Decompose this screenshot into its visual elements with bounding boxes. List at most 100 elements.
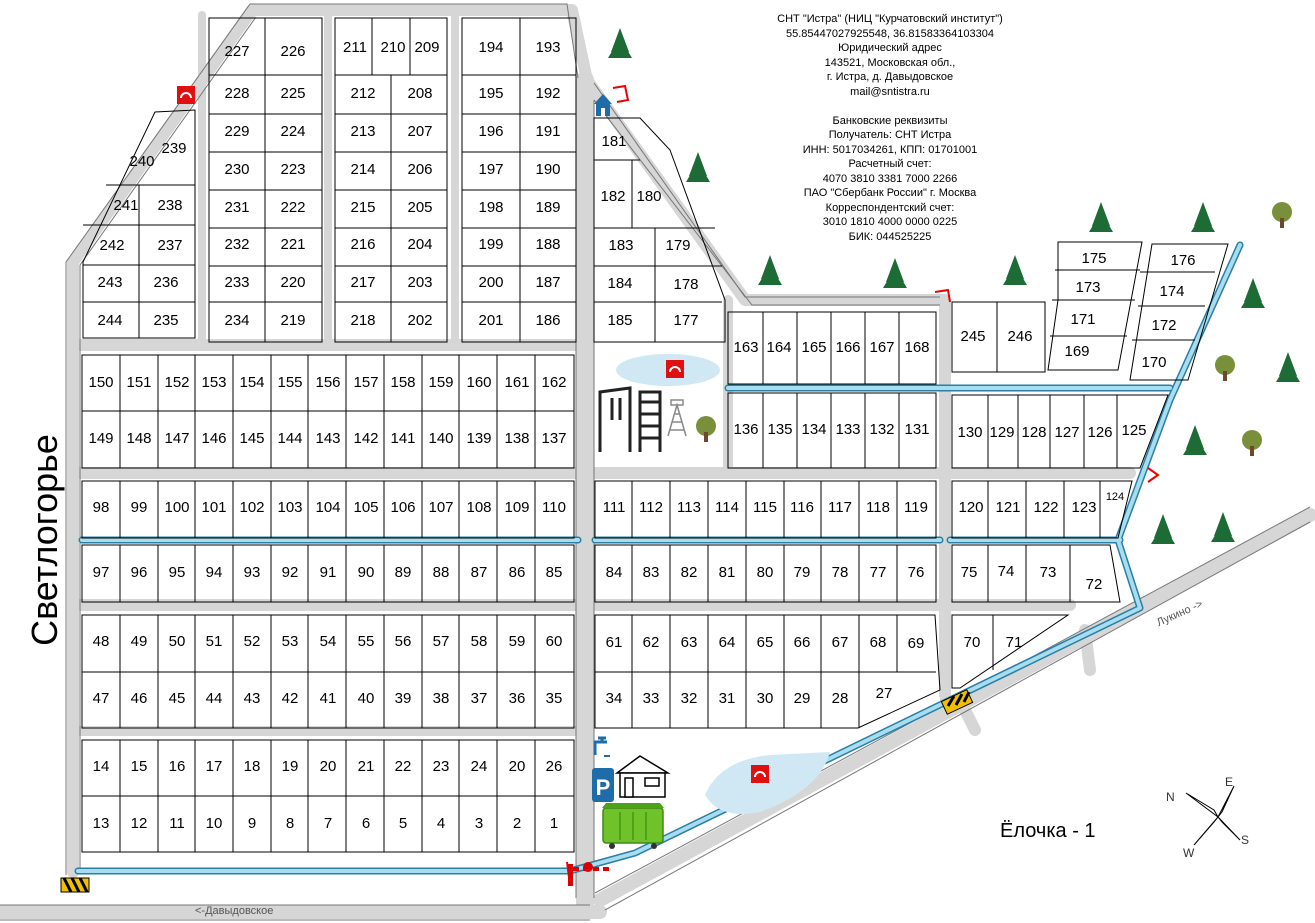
plot-166[interactable]: 166: [835, 339, 861, 356]
plot-24[interactable]: 24: [470, 758, 488, 775]
plot-127[interactable]: 127: [1054, 424, 1080, 441]
plot-178[interactable]: 178: [673, 276, 699, 293]
plot-55[interactable]: 55: [357, 633, 375, 650]
plot-121[interactable]: 121: [995, 499, 1021, 516]
plot-103[interactable]: 103: [277, 499, 303, 516]
plot-22[interactable]: 22: [394, 758, 412, 775]
plot-19[interactable]: 19: [281, 758, 299, 775]
plot-246[interactable]: 246: [1007, 328, 1033, 345]
plot-101[interactable]: 101: [201, 499, 227, 516]
plot-54[interactable]: 54: [319, 633, 337, 650]
plot-209[interactable]: 209: [414, 39, 440, 56]
plot-109[interactable]: 109: [504, 499, 530, 516]
plot-87[interactable]: 87: [470, 564, 488, 581]
plot-235[interactable]: 235: [153, 312, 179, 329]
plot-69[interactable]: 69: [907, 635, 925, 652]
plot-180[interactable]: 180: [636, 188, 662, 205]
plot-187[interactable]: 187: [535, 274, 561, 291]
plot-93[interactable]: 93: [243, 564, 261, 581]
plot-175[interactable]: 175: [1081, 250, 1107, 267]
plot-143[interactable]: 143: [315, 430, 341, 447]
plot-41[interactable]: 41: [319, 690, 337, 707]
plot-95[interactable]: 95: [168, 564, 186, 581]
plot-50[interactable]: 50: [168, 633, 186, 650]
plot-237[interactable]: 237: [157, 237, 183, 254]
plot-167[interactable]: 167: [869, 339, 895, 356]
plot-77[interactable]: 77: [869, 564, 887, 581]
plot-184[interactable]: 184: [607, 275, 633, 292]
plot-18[interactable]: 18: [243, 758, 261, 775]
plot-243[interactable]: 243: [97, 274, 123, 291]
plot-96[interactable]: 96: [130, 564, 148, 581]
plot-5[interactable]: 5: [398, 815, 408, 832]
plot-59[interactable]: 59: [508, 633, 526, 650]
plot-81[interactable]: 81: [718, 564, 736, 581]
plot-4[interactable]: 4: [436, 815, 446, 832]
plot-63[interactable]: 63: [680, 634, 698, 651]
plot-173[interactable]: 173: [1075, 279, 1101, 296]
plot-37[interactable]: 37: [470, 690, 488, 707]
plot-112[interactable]: 112: [639, 499, 663, 516]
plot-38[interactable]: 38: [432, 690, 450, 707]
plot-36[interactable]: 36: [508, 690, 526, 707]
plot-222[interactable]: 222: [280, 199, 306, 216]
plot-185[interactable]: 185: [607, 312, 633, 329]
plot-160[interactable]: 160: [466, 374, 492, 391]
plot-203[interactable]: 203: [407, 274, 433, 291]
plot-97[interactable]: 97: [92, 564, 110, 581]
plot-132[interactable]: 132: [869, 421, 895, 438]
plot-48[interactable]: 48: [92, 633, 110, 650]
plot-117[interactable]: 117: [828, 499, 852, 516]
plot-10[interactable]: 10: [205, 815, 223, 832]
plot-136[interactable]: 136: [733, 421, 759, 438]
plot-241[interactable]: 241: [113, 197, 139, 214]
plot-78[interactable]: 78: [831, 564, 849, 581]
plot-67[interactable]: 67: [831, 634, 849, 651]
plot-144[interactable]: 144: [277, 430, 303, 447]
plot-233[interactable]: 233: [224, 274, 250, 291]
plot-198[interactable]: 198: [478, 199, 504, 216]
plot-6[interactable]: 6: [361, 815, 371, 832]
plot-217[interactable]: 217: [350, 274, 376, 291]
plot-3[interactable]: 3: [474, 815, 484, 832]
plot-29[interactable]: 29: [793, 690, 811, 707]
plot-213[interactable]: 213: [350, 123, 376, 140]
plot-137[interactable]: 137: [541, 430, 567, 447]
plot-226[interactable]: 226: [280, 43, 306, 60]
plot-212[interactable]: 212: [350, 85, 376, 102]
plot-2[interactable]: 2: [512, 815, 522, 832]
plot-83[interactable]: 83: [642, 564, 660, 581]
plot-236[interactable]: 236: [153, 274, 179, 291]
plot-211[interactable]: 211: [343, 39, 367, 56]
plot-171[interactable]: 171: [1070, 311, 1096, 328]
plot-100[interactable]: 100: [164, 499, 190, 516]
plot-172[interactable]: 172: [1151, 317, 1177, 334]
plot-221[interactable]: 221: [280, 236, 306, 253]
plot-21[interactable]: 21: [357, 758, 375, 775]
plot-104[interactable]: 104: [315, 499, 341, 516]
plot-154[interactable]: 154: [239, 374, 265, 391]
plot-155[interactable]: 155: [277, 374, 303, 391]
plot-53[interactable]: 53: [281, 633, 299, 650]
plot-194[interactable]: 194: [478, 39, 504, 56]
plot-205[interactable]: 205: [407, 199, 433, 216]
plot-66[interactable]: 66: [793, 634, 811, 651]
plot-33[interactable]: 33: [642, 690, 660, 707]
plot-206[interactable]: 206: [407, 161, 433, 178]
plot-44[interactable]: 44: [205, 690, 223, 707]
plot-34[interactable]: 34: [605, 690, 623, 707]
plot-177[interactable]: 177: [673, 312, 699, 329]
plot-40[interactable]: 40: [357, 690, 375, 707]
plot-163[interactable]: 163: [733, 339, 759, 356]
plot-218[interactable]: 218: [350, 312, 376, 329]
plot-51[interactable]: 51: [205, 633, 223, 650]
plot-138[interactable]: 138: [504, 430, 530, 447]
plot-122[interactable]: 122: [1033, 499, 1059, 516]
plot-1[interactable]: 1: [549, 815, 559, 832]
plot-58[interactable]: 58: [470, 633, 488, 650]
plot-224[interactable]: 224: [280, 123, 306, 140]
plot-75[interactable]: 75: [960, 564, 978, 581]
plot-179[interactable]: 179: [665, 237, 691, 254]
plot-244[interactable]: 244: [97, 312, 123, 329]
plot-111[interactable]: 111: [602, 499, 626, 516]
